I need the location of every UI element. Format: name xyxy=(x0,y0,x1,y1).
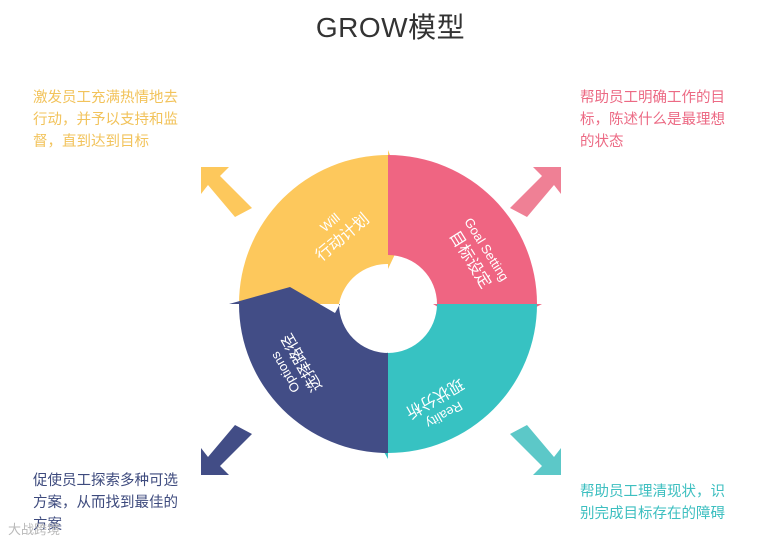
reality-segment-shape xyxy=(357,304,537,459)
will-description: 激发员工充满热情地去 行动，并予以支持和监 督，直到达到目标 xyxy=(33,87,193,153)
will-description-line: 行动，并予以支持和监 xyxy=(33,112,178,128)
reality-description-line: 帮助员工理清现状，识 xyxy=(580,484,725,500)
options-description-line: 方案 xyxy=(33,517,62,533)
will-description-line: 督，直到达到目标 xyxy=(33,134,149,150)
arrow-down-right-icon xyxy=(510,425,561,475)
arrow-up-right-icon xyxy=(510,167,561,217)
goal-description: 帮助员工明确工作的目 标，陈述什么是最理想 的状态 xyxy=(580,87,742,153)
reality-description: 帮助员工理清现状，识 别完成目标存在的障碍 xyxy=(580,481,750,525)
will-segment-shape xyxy=(239,150,414,304)
goal-description-line: 的状态 xyxy=(580,134,624,150)
arrow-up-left-icon xyxy=(201,167,252,217)
arrow-down-left-icon xyxy=(201,425,252,475)
will-description-line: 激发员工充满热情地去 xyxy=(33,90,178,106)
options-segment xyxy=(229,287,388,453)
reality-description-line: 别完成目标存在的障碍 xyxy=(580,506,725,522)
page-title: GROW模型 xyxy=(315,12,466,43)
goal-description-line: 标，陈述什么是最理想 xyxy=(580,112,725,128)
reality-segment xyxy=(357,304,537,459)
goal-description-line: 帮助员工明确工作的目 xyxy=(580,90,725,106)
options-description-line: 方案，从而找到最佳的 xyxy=(33,495,178,511)
options-description-line: 促使员工探索多种可选 xyxy=(33,473,178,489)
options-segment-shape xyxy=(229,287,388,453)
goal-segment-shape xyxy=(388,155,542,334)
watermark: 大战跨境 xyxy=(8,522,61,537)
options-description: 促使员工探索多种可选 方案，从而找到最佳的 方案 xyxy=(33,470,203,536)
will-segment xyxy=(239,150,414,304)
goal-segment xyxy=(388,155,542,334)
